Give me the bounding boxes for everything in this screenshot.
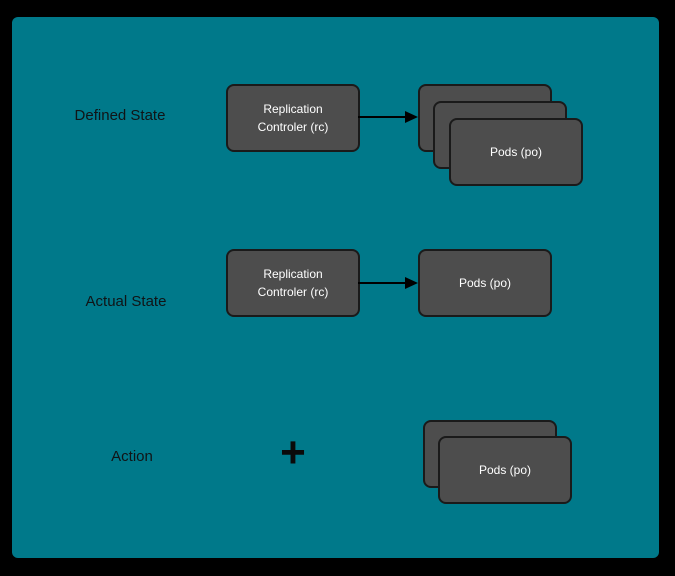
node-pod-actual-label: Pods (po) <box>458 276 512 290</box>
arrow-line <box>358 282 405 284</box>
arrow-line <box>358 116 405 118</box>
node-pod-front-defined: Pods (po) <box>449 118 583 186</box>
arrow-head-icon <box>405 111 418 123</box>
node-pod-actual: Pods (po) <box>418 249 552 317</box>
arrow-defined-rc-to-pods <box>358 110 418 124</box>
node-replication-controller-defined: Replication Controler (rc) <box>226 84 360 152</box>
node-replication-controller-defined-label: Replication Controler (rc) <box>257 102 329 134</box>
node-pod-front-action: Pods (po) <box>438 436 572 504</box>
node-pod-front-defined-label: Pods (po) <box>489 145 543 159</box>
plus-icon: + <box>280 428 306 477</box>
node-replication-controller-actual-label: Replication Controler (rc) <box>257 267 329 299</box>
row-label-action: Action <box>111 448 153 465</box>
node-replication-controller-actual: Replication Controler (rc) <box>226 249 360 317</box>
node-pod-front-action-label: Pods (po) <box>478 463 532 477</box>
row-label-defined-state: Defined State <box>74 107 166 124</box>
row-label-actual-state: Actual State <box>85 293 167 310</box>
arrow-head-icon <box>405 277 418 289</box>
arrow-actual-rc-to-pods <box>358 276 418 290</box>
